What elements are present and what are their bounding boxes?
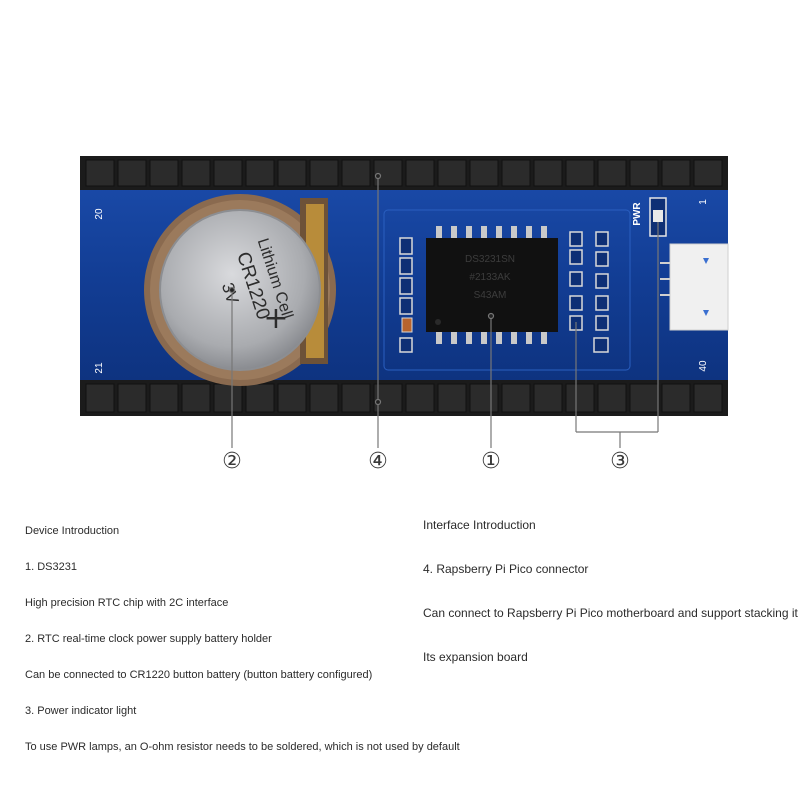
right-smd-pads [569, 231, 609, 353]
device-intro-heading: Device Introduction [25, 525, 120, 537]
left-smd-pads [399, 237, 413, 353]
interface-intro-heading: Interface Introduction [423, 518, 536, 532]
header-pin-socket [277, 159, 307, 187]
resistor [401, 317, 413, 333]
chip-leg [481, 332, 487, 344]
callout-4: ④ [368, 449, 388, 474]
header-pin-socket [213, 159, 243, 187]
chip-leg [436, 332, 442, 344]
header-pin-socket [181, 159, 211, 187]
header-pin-socket [149, 383, 179, 413]
header-pin-socket [533, 383, 563, 413]
chip-leg [526, 226, 532, 238]
item2-desc: Can be connected to CR1220 button batter… [25, 669, 373, 681]
header-pin-socket [565, 383, 595, 413]
connector [660, 243, 729, 331]
header-pin-socket [661, 159, 691, 187]
item4-note: Its expansion board [423, 650, 528, 664]
chip-text-line2: #2133AK [469, 272, 510, 283]
cr1220-battery: Lithium Cell CR1220 3V + [159, 209, 321, 371]
callout-lines [228, 172, 659, 448]
header-pin-socket [245, 159, 275, 187]
pin-label-21: 21 [94, 362, 105, 374]
item2-title: 2. RTC real-time clock power supply batt… [25, 633, 272, 645]
header-pin-socket [309, 383, 339, 413]
callout-1: ① [481, 449, 501, 474]
chip-leg [451, 332, 457, 344]
header-pin-socket [693, 383, 723, 413]
header-pin-socket [469, 159, 499, 187]
pin-label-40: 40 [698, 360, 709, 372]
item4-title: 4. Rapsberry Pi Pico connector [423, 562, 589, 576]
chip-leg [541, 226, 547, 238]
header-pin-socket [181, 383, 211, 413]
header-pin-socket [661, 383, 691, 413]
chip-leg [466, 332, 472, 344]
header-pin-socket [597, 159, 627, 187]
header-pin-socket [117, 383, 147, 413]
header-pin-socket [437, 159, 467, 187]
battery-plus-sign: + [263, 301, 288, 336]
header-pin-socket [277, 383, 307, 413]
board-figure: 20 21 1 40 Lithium Cell CR1220 3V + DS32… [80, 156, 729, 474]
pin-label-1: 1 [698, 199, 709, 205]
bottom-pin-header [80, 380, 728, 416]
chip-leg [451, 226, 457, 238]
callout-3: ③ [610, 449, 630, 474]
header-pin-socket [85, 159, 115, 187]
chip-leg [511, 332, 517, 344]
chip-leg [481, 226, 487, 238]
chip-leg [496, 226, 502, 238]
header-pin-socket [501, 159, 531, 187]
chip-leg [526, 332, 532, 344]
callout-2: ② [222, 449, 242, 474]
pin-label-20: 20 [94, 208, 105, 220]
chip-leg [511, 226, 517, 238]
item1-desc: High precision RTC chip with 2C interfac… [25, 597, 229, 609]
header-pin-socket [597, 383, 627, 413]
header-pin-socket [693, 159, 723, 187]
header-pin-socket [405, 383, 435, 413]
header-pin-socket [309, 159, 339, 187]
item1-title: 1. DS3231 [25, 561, 77, 573]
header-pin-socket [533, 159, 563, 187]
header-pin-socket [565, 159, 595, 187]
header-pin-socket [629, 383, 659, 413]
header-pin-socket [341, 159, 371, 187]
ds3231-chip: DS3231SN #2133AK S43AM [426, 226, 558, 344]
chip-leg [496, 332, 502, 344]
chip-text-line1: DS3231SN [465, 254, 515, 265]
header-pin-socket [245, 383, 275, 413]
item4-desc: Can connect to Rapsberry Pi Pico motherb… [423, 606, 798, 620]
header-pin-socket [341, 383, 371, 413]
top-pin-header [80, 156, 728, 190]
pwr-label: PWR [632, 202, 643, 226]
header-pin-socket [437, 383, 467, 413]
chip-leg [436, 226, 442, 238]
header-pin-socket [117, 159, 147, 187]
header-pin-socket [629, 159, 659, 187]
item3-title: 3. Power indicator light [25, 705, 137, 717]
chip-area-outline [383, 209, 631, 371]
item3-desc: To use PWR lamps, an O-ohm resistor need… [25, 741, 460, 753]
header-pin-socket [501, 383, 531, 413]
chip-text-line3: S43AM [474, 290, 507, 301]
header-pin-socket [373, 383, 403, 413]
header-pin-socket [213, 383, 243, 413]
chip-leg [466, 226, 472, 238]
header-pin-socket [469, 383, 499, 413]
header-pin-socket [85, 383, 115, 413]
chip-leg [541, 332, 547, 344]
header-pin-socket [405, 159, 435, 187]
header-pin-socket [149, 159, 179, 187]
